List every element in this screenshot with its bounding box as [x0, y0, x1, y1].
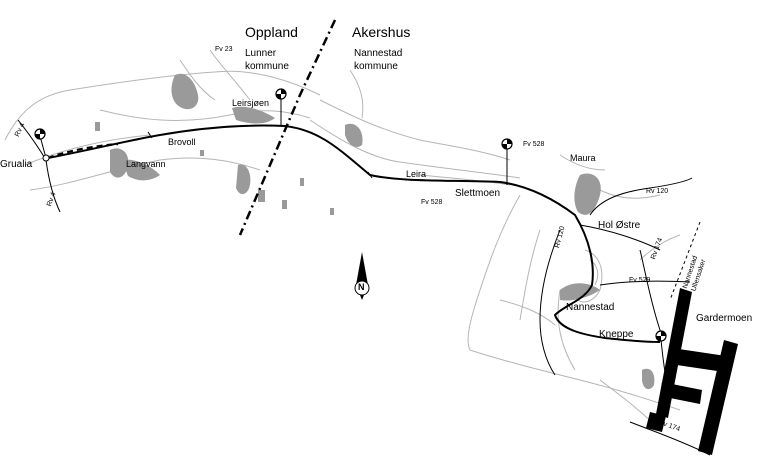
place-label-leira: Leira	[406, 169, 427, 179]
place-label-hol-ostre: Hol Østre	[598, 220, 641, 231]
place-label-kneppe: Kneppe	[599, 329, 634, 340]
place-label-langvann: Langvann	[126, 159, 166, 169]
markers	[34, 88, 667, 342]
airport-gardermoen	[646, 288, 738, 455]
county-label-akershus: Akershus	[352, 24, 411, 40]
road-label-rv120-east: Rv 120	[646, 188, 669, 195]
north-arrow-icon	[354, 252, 370, 300]
road-label-fv528-west: Fv 528	[421, 199, 443, 206]
lakes	[95, 73, 655, 390]
county-label-oppland: Oppland	[245, 24, 298, 40]
place-label-leirsjoen: Leirsjøen	[232, 98, 270, 108]
compass-letter: N	[358, 282, 365, 292]
streams	[4, 49, 681, 431]
place-label-nannestad: Nannestad	[566, 302, 615, 313]
main-road-fv528	[47, 124, 661, 343]
place-label-maura: Maura	[570, 153, 596, 163]
road-label-fv528-east: Fv 528	[523, 141, 545, 148]
place-label-grualia: Grualia	[0, 159, 33, 170]
county-border	[238, 19, 337, 236]
place-label-slettmoen: Slettmoen	[455, 188, 501, 199]
municipality-label-nannestad: Nannestad kommune	[354, 48, 403, 72]
place-label-gardermoen: Gardermoen	[696, 313, 753, 324]
road-label-fv529: Fv 529	[629, 277, 651, 284]
road-label-fv23: Fv 23	[215, 46, 233, 53]
municipal-border	[669, 221, 701, 301]
municipality-label-lunner: Lunner kommune	[245, 48, 289, 72]
place-label-brovoll: Brovoll	[168, 137, 196, 147]
dashed-road-segment	[47, 142, 119, 160]
